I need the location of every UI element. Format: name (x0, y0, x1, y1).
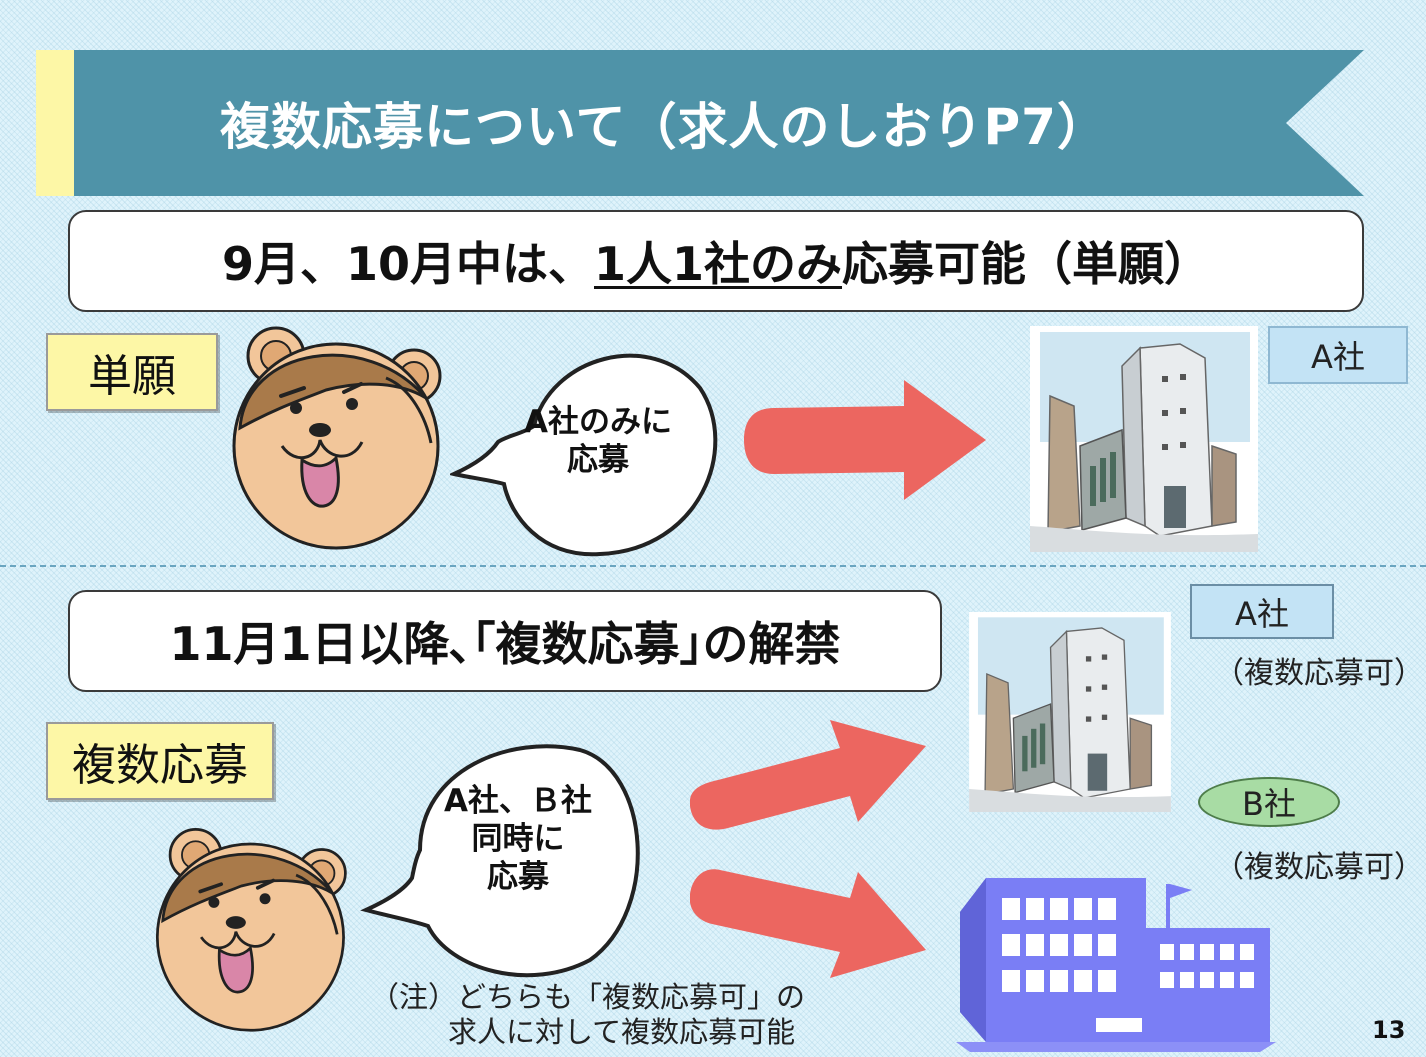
company-a-label: A社 (1268, 326, 1408, 384)
arrow-down-right-icon (690, 869, 926, 978)
bear-character-icon (155, 828, 347, 1032)
office-building-icon (1030, 326, 1258, 552)
bubble2-line-2: 同時に (471, 821, 565, 858)
bubble1-line-1: A社のみに (524, 404, 672, 441)
office-building-icon (969, 612, 1171, 812)
headline1-prefix: 9月、10月中は、 (221, 237, 594, 291)
bear-character-icon (232, 326, 442, 550)
section-divider (0, 565, 1426, 567)
banner-accent-stripe (36, 50, 74, 196)
speech-bubble-1 (450, 353, 718, 557)
banner-ribbon-shape (74, 50, 1364, 196)
page-title: 複数応募について（求人のしおりP7） (220, 98, 1108, 156)
footnote-line-2: 求人に対して複数応募可能 (448, 1015, 796, 1050)
company-a-label: A社 (1190, 584, 1334, 639)
company-b-label: B社 (1198, 777, 1340, 827)
bubble2-line-1: A社、Ｂ社 (444, 783, 592, 820)
bubble1-line-2: 応募 (567, 442, 629, 478)
tag-single-application: 単願 (46, 333, 218, 411)
speech-bubble-2 (360, 744, 640, 978)
speech-bubble-2-text: A社、Ｂ社 同時に 応募 (410, 770, 626, 910)
headline1-underlined: 1人1社のみ (594, 237, 843, 291)
arrow-up-right-icon (690, 720, 926, 830)
footnote-line-1: （注）どちらも「複数応募可」の (370, 980, 806, 1014)
company-a-note: （複数応募可） (1214, 656, 1424, 691)
speech-bubble-1-text: A社のみに 応募 (488, 386, 708, 498)
page-number: 13 (1372, 1016, 1406, 1044)
title-banner: 複数応募について（求人のしおりP7） (74, 50, 1364, 196)
footnote: （注）どちらも「複数応募可」の 求人に対して複数応募可能 (370, 980, 805, 1051)
school-building-icon (956, 878, 1276, 1052)
headline-single-application: 9月、10月中は、1人1社のみ応募可能（単願） (68, 210, 1364, 312)
company-b-note: （複数応募可） (1214, 850, 1424, 885)
bubble2-line-3: 応募 (487, 858, 549, 895)
tag-multiple-application: 複数応募 (46, 722, 274, 800)
arrow-right-icon (744, 380, 986, 500)
headline1-suffix: 応募可能（単願） (842, 237, 1211, 291)
headline-multiple-application: 11月1日以降､｢複数応募｣の解禁 (68, 590, 942, 692)
